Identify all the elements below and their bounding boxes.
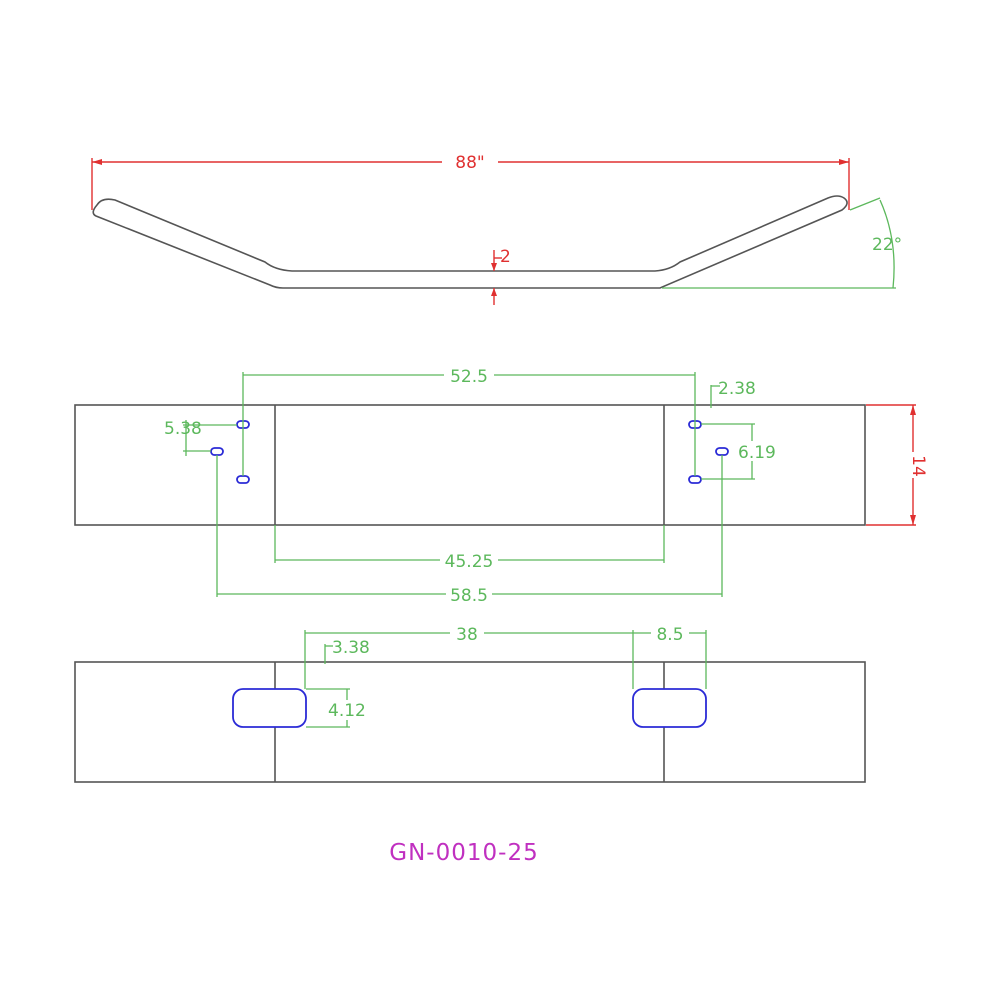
bend-angle-label: 22° — [872, 235, 902, 255]
hole-span-top-dimension: 52.5 — [242, 366, 696, 476]
offset-right-dimension: 2.38 — [710, 379, 756, 408]
height-dimension: 14 — [866, 404, 928, 526]
thickness-label: 2 — [500, 247, 511, 267]
mounting-hole — [688, 475, 702, 484]
hole-span-bottom-dimension: 58.5 — [216, 455, 723, 606]
part-number: GN-0010-25 — [389, 840, 538, 866]
bumper-profile — [92, 195, 848, 289]
top-view: 52.5 2.38 5.38 6.19 — [74, 366, 928, 606]
hole-pitch-right-label: 6.19 — [738, 443, 776, 463]
inner-span-label: 45.25 — [445, 552, 494, 572]
hole-span-bottom-label: 58.5 — [450, 586, 488, 606]
slot-height-dimension: 4.12 — [306, 688, 366, 728]
mounting-hole — [236, 475, 250, 484]
hole-span-top-label: 52.5 — [450, 367, 488, 387]
hole-pitch-right-dimension: 6.19 — [701, 423, 778, 480]
offset-right-label: 2.38 — [718, 379, 756, 399]
thickness-dimension: 2 — [491, 247, 511, 305]
top-view-outline — [74, 404, 866, 526]
inner-span-dimension: 45.25 — [274, 525, 665, 572]
slot-width-label: 8.5 — [656, 625, 683, 645]
overall-width-label: 88" — [455, 153, 484, 173]
front-view: 38 8.5 3.38 4.12 — [74, 624, 866, 783]
slot-spacing-label: 38 — [456, 625, 478, 645]
slot-spacing-dimension: 38 — [304, 624, 634, 689]
hole-pitch-left-dimension: 5.38 — [164, 419, 237, 456]
hole-pitch-left-label: 5.38 — [164, 419, 202, 439]
mounting-slot-left — [232, 688, 307, 728]
mounting-hole — [210, 447, 224, 456]
height-label: 14 — [908, 455, 928, 477]
slot-width-dimension: 8.5 — [633, 624, 707, 689]
bend-angle-dimension: 22° — [662, 197, 902, 289]
front-view-outline — [74, 661, 866, 783]
slot-offset-label: 3.38 — [332, 638, 370, 658]
slot-offset-dimension: 3.38 — [324, 638, 370, 664]
mounting-hole — [715, 447, 729, 456]
side-view: 88" 2 22° — [91, 153, 902, 305]
mounting-slot-right — [632, 688, 707, 728]
slot-height-label: 4.12 — [328, 701, 366, 721]
overall-width-dimension: 88" — [91, 153, 850, 210]
